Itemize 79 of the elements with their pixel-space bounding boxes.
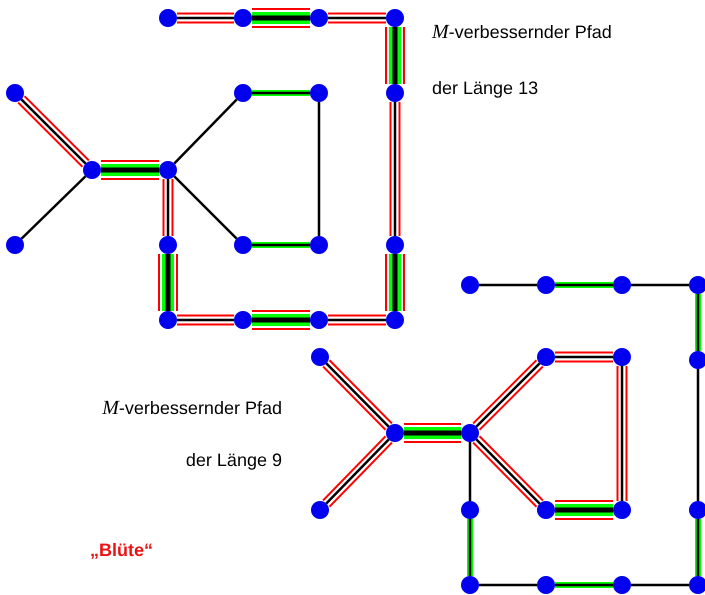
vertex	[537, 501, 555, 519]
vertex	[234, 236, 252, 254]
vertex	[613, 348, 631, 366]
matched-edge	[555, 582, 613, 588]
path-edge	[162, 179, 174, 236]
path-edge	[177, 314, 234, 326]
edge	[479, 284, 537, 286]
edge	[318, 102, 320, 236]
path-edge	[555, 352, 613, 362]
vertex	[461, 576, 479, 594]
edge	[479, 584, 537, 586]
matched-path-edge	[252, 310, 310, 330]
vertex	[6, 236, 24, 254]
matched-edge	[252, 242, 310, 248]
vertex	[613, 276, 631, 294]
vertex	[386, 84, 404, 102]
vertex	[537, 576, 555, 594]
edge	[468, 442, 472, 501]
vertex	[461, 276, 479, 294]
vertex	[461, 424, 479, 442]
path-edge	[472, 359, 544, 431]
edge	[631, 284, 689, 286]
vertex	[159, 311, 177, 329]
vertex	[310, 311, 328, 329]
vertex	[6, 84, 24, 102]
vertex	[689, 276, 705, 294]
matched-edge	[555, 282, 613, 288]
edge	[20, 175, 86, 240]
path-edge	[472, 436, 544, 508]
edge	[631, 584, 689, 586]
path-edge	[328, 12, 386, 24]
blossom-label: „Blüte“	[90, 539, 154, 562]
path-edge	[328, 314, 386, 326]
vertex	[386, 236, 404, 254]
path-edge	[322, 436, 393, 508]
vertex	[613, 576, 631, 594]
vertex	[537, 276, 555, 294]
vertex	[234, 9, 252, 27]
vertex	[159, 161, 177, 179]
vertex	[310, 9, 328, 27]
path-caption: M-verbessernder Pfad der Länge 9	[101, 396, 282, 472]
path-edge	[616, 366, 628, 501]
path-edge	[17, 95, 90, 168]
vertex	[537, 348, 555, 366]
vertex	[689, 351, 705, 369]
vertex	[310, 84, 328, 102]
vertex	[689, 501, 705, 519]
path-edge	[390, 102, 400, 236]
matched-path-edge	[252, 8, 310, 28]
matched-path-edge	[385, 27, 405, 84]
vertex	[159, 236, 177, 254]
matched-path-edge	[555, 500, 613, 520]
path-edge	[177, 12, 234, 24]
vertex	[234, 84, 252, 102]
vertex	[311, 501, 329, 519]
edge	[173, 98, 238, 164]
vertex	[386, 9, 404, 27]
vertex	[159, 9, 177, 27]
matched-path-edge	[158, 254, 178, 311]
path-caption: M-verbessernder Pfad der Länge 13	[432, 20, 613, 100]
edge	[696, 369, 700, 501]
matched-edge	[252, 90, 310, 96]
vertex	[461, 501, 479, 519]
matched-path-edge	[385, 254, 405, 311]
vertex	[386, 311, 404, 329]
matched-path-edge	[404, 423, 461, 443]
vertex	[613, 501, 631, 519]
path-edge	[322, 360, 393, 430]
edge	[173, 175, 238, 240]
matched-edge	[695, 519, 701, 576]
vertex	[234, 311, 252, 329]
vertex	[311, 348, 329, 366]
vertex	[386, 424, 404, 442]
matched-edge	[467, 519, 473, 576]
matched-path-edge	[101, 160, 159, 180]
matched-edge	[695, 294, 701, 351]
vertex	[689, 576, 705, 594]
vertex	[310, 236, 328, 254]
vertex	[83, 161, 101, 179]
